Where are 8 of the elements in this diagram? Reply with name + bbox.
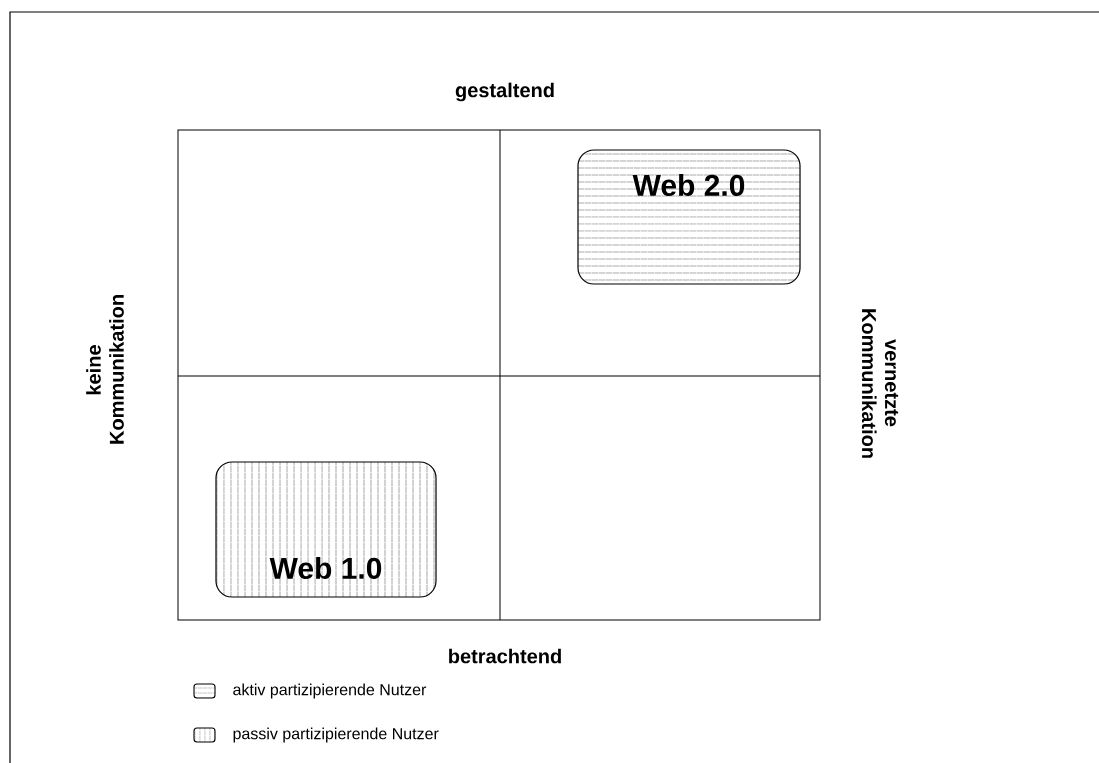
axis-label: gestaltend bbox=[455, 82, 554, 102]
axis-label: vernetzte Kommunikation bbox=[861, 309, 899, 458]
axis-label: betrachtend bbox=[449, 648, 561, 664]
axis-label: keine Kommunikation bbox=[86, 295, 124, 444]
legend-text: passiv partizipierende Nutzer bbox=[233, 727, 439, 743]
rounded-box: Web 2.0 bbox=[577, 149, 801, 285]
rounded-box: Web 1.0 bbox=[215, 461, 437, 598]
legend-text: aktiv partizipierende Nutzer bbox=[233, 683, 427, 699]
